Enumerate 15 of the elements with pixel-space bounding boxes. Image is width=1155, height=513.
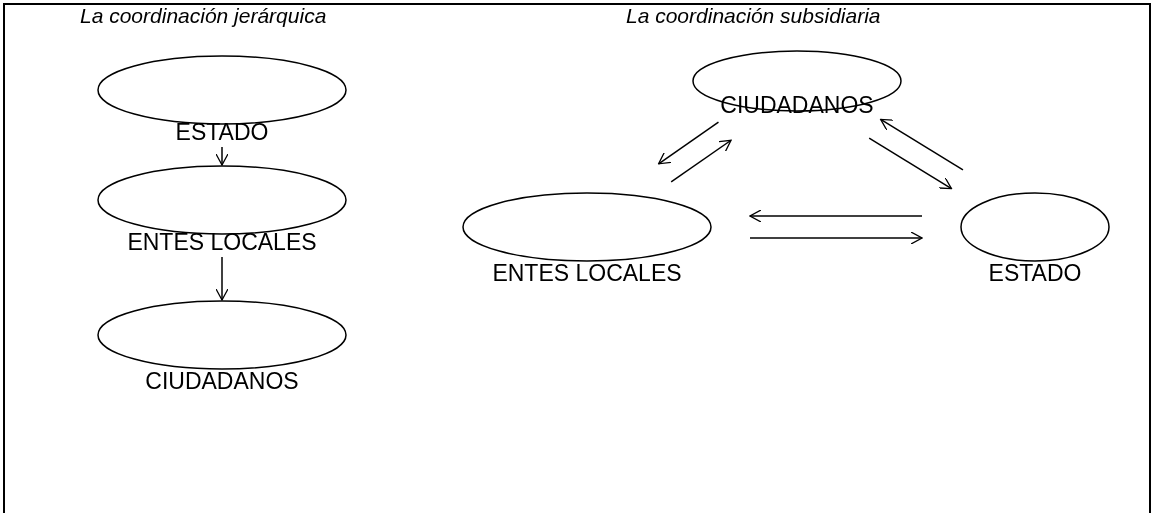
- node-label: CIUDADANOS: [144, 368, 300, 395]
- node-label: ENTES LOCALES: [126, 229, 318, 256]
- section-title: La coordinación jerárquica: [80, 4, 327, 28]
- arrow: [879, 118, 964, 171]
- arrow: [657, 121, 720, 165]
- arrow: [670, 139, 732, 183]
- node-label: ENTES LOCALES: [491, 260, 683, 287]
- node-label: ESTADO: [174, 119, 270, 146]
- section-title: La coordinación subsidiaria: [626, 4, 881, 28]
- arrow: [215, 256, 229, 301]
- arrow: [868, 137, 953, 190]
- arrow: [749, 209, 923, 223]
- arrow: [749, 231, 923, 245]
- arrow: [215, 146, 229, 166]
- node-label: ESTADO: [987, 260, 1083, 287]
